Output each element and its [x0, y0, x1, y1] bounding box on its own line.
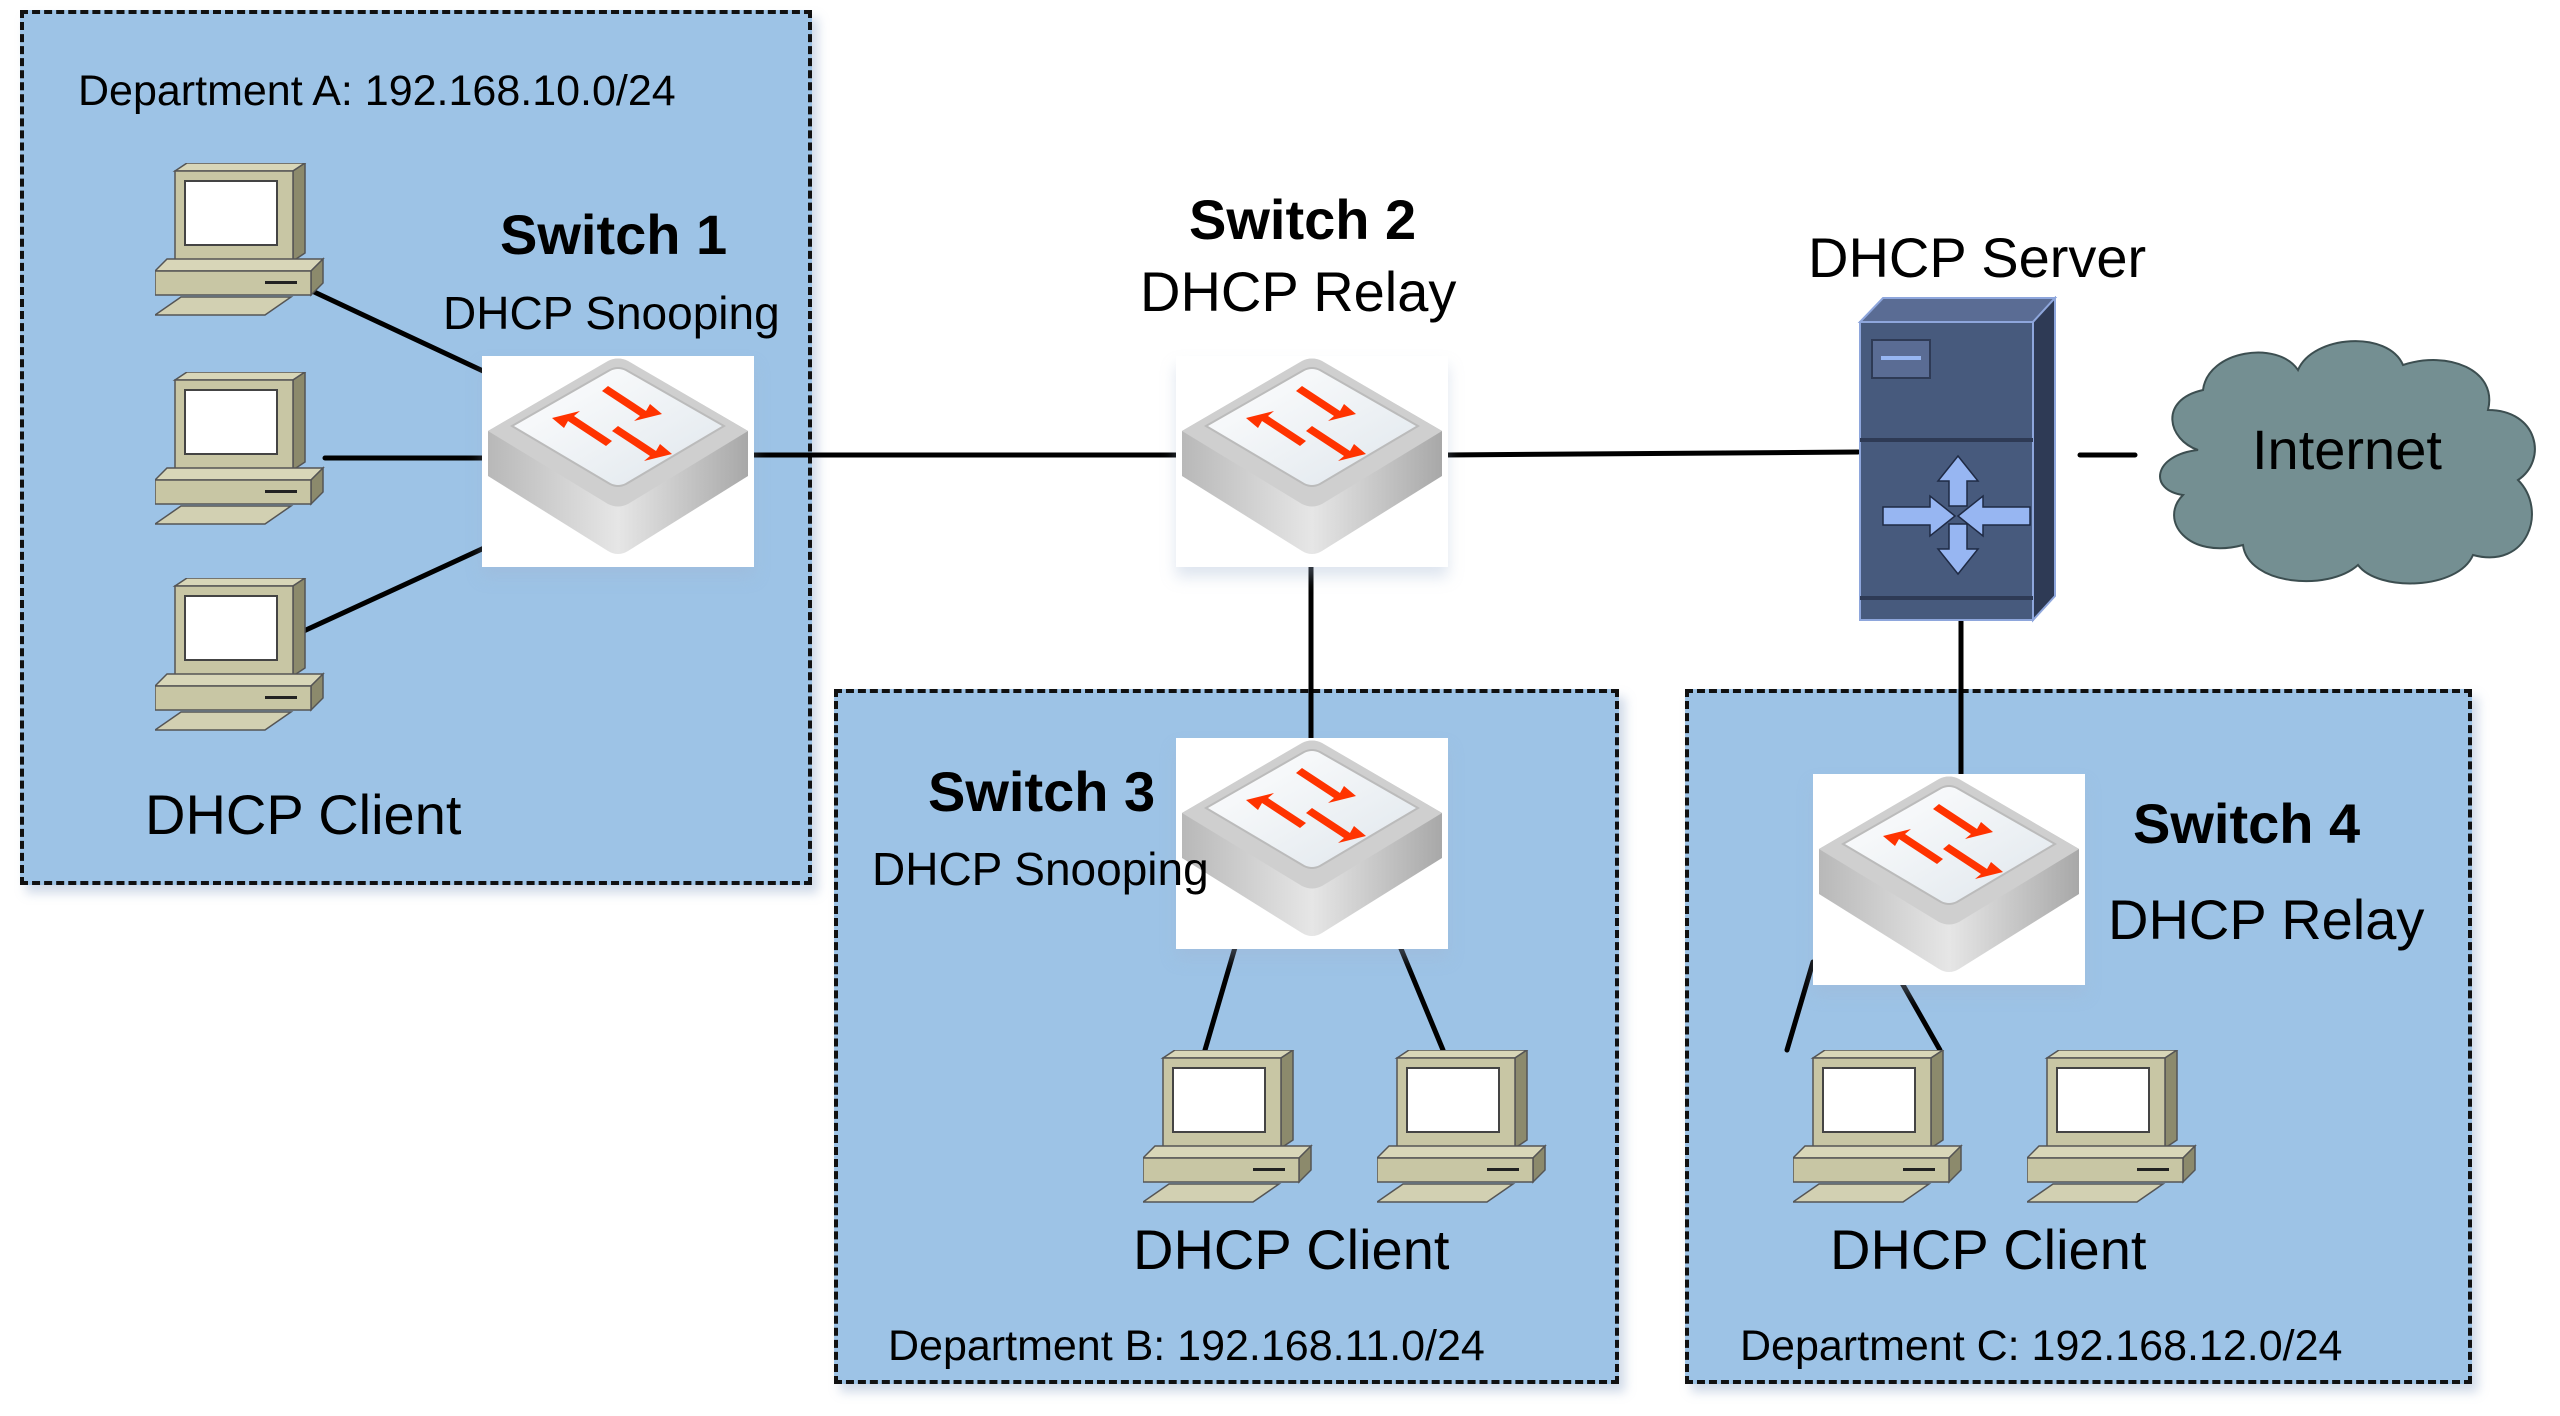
internet-cloud-icon[interactable]: [2128, 330, 2558, 590]
pc-dept-b-2-computer-icon[interactable]: [1374, 1048, 1547, 1210]
switch4-name: Switch 4: [2133, 792, 2361, 855]
switch1-icon[interactable]: [482, 356, 754, 567]
internet-label: Internet: [2252, 418, 2442, 481]
server-arrow-down: [1936, 523, 1980, 576]
department-c-label: Department C: 192.168.12.0/24: [1740, 1322, 2343, 1370]
department-b-client-label: DHCP Client: [1133, 1218, 1450, 1281]
pc-dept-a-3-computer-icon[interactable]: [152, 576, 325, 738]
pc-dept-a-2-computer-icon[interactable]: [152, 370, 325, 532]
switch2-role: DHCP Relay: [1140, 260, 1457, 323]
server-arrow-up: [1936, 454, 1980, 507]
switch1-role: DHCP Snooping: [443, 287, 780, 339]
department-a-client-label: DHCP Client: [145, 783, 462, 846]
dhcp-server-label: DHCP Server: [1808, 226, 2147, 289]
pc-dept-b-1-computer-icon[interactable]: [1140, 1048, 1313, 1210]
switch3-icon[interactable]: [1176, 738, 1448, 949]
dhcp-server-icon[interactable]: [1855, 296, 2085, 626]
switch4-icon[interactable]: [1813, 774, 2085, 985]
switch4-role: DHCP Relay: [2108, 888, 2425, 951]
department-a-label: Department A: 192.168.10.0/24: [78, 67, 676, 115]
pc-dept-c-1-computer-icon[interactable]: [1790, 1048, 1963, 1210]
department-b-label: Department B: 192.168.11.0/24: [888, 1322, 1485, 1370]
pc-dept-a-1-computer-icon[interactable]: [152, 161, 325, 323]
switch3-name: Switch 3: [928, 760, 1156, 823]
department-c-client-label: DHCP Client: [1830, 1218, 2147, 1281]
pc-dept-c-2-computer-icon[interactable]: [2024, 1048, 2197, 1210]
server-arrow-right: [1882, 494, 1957, 538]
link-switch4-pc-c1: [1784, 959, 1816, 1053]
switch1-name: Switch 1: [500, 203, 728, 266]
switch3-role: DHCP Snooping: [872, 843, 1209, 895]
switch2-icon[interactable]: [1176, 356, 1448, 567]
switch2-name: Switch 2: [1189, 188, 1417, 251]
server-arrow-left: [1956, 494, 2031, 538]
link-switch2-server: [1442, 449, 1861, 458]
